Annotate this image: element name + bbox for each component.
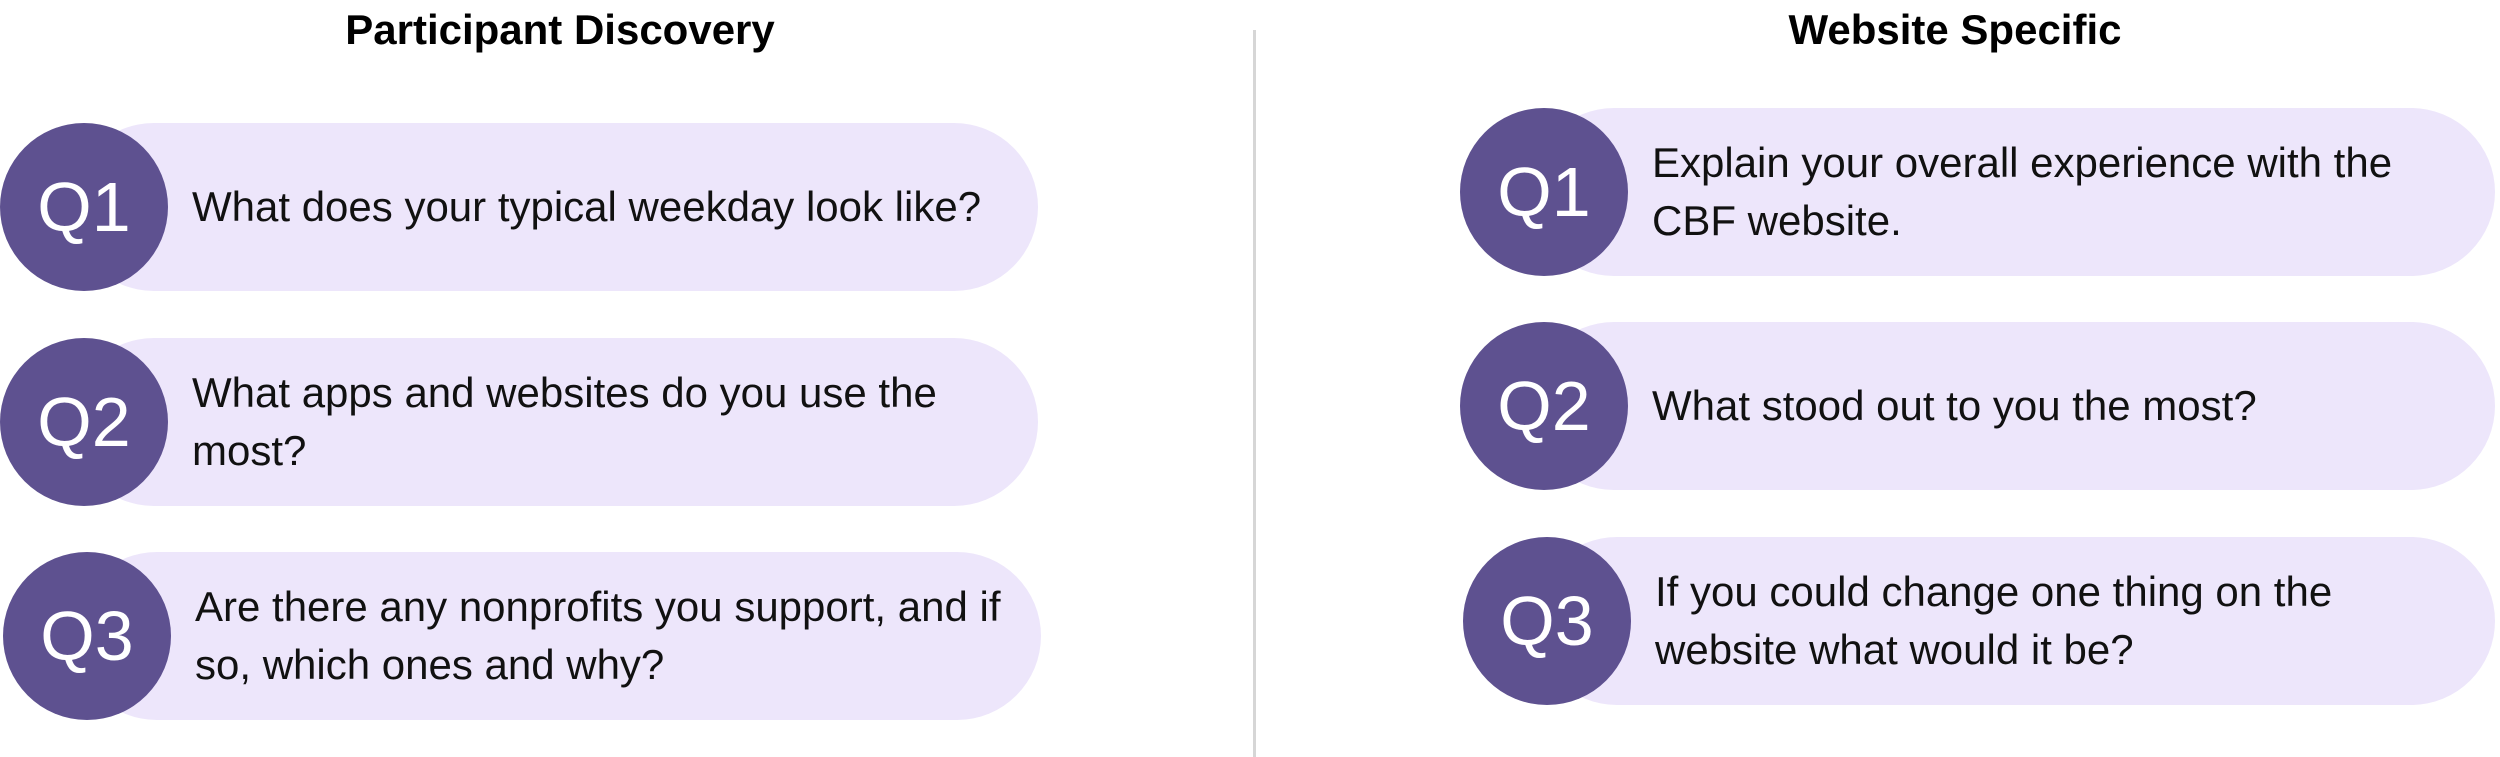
question-text: Explain your overall experience with the… [1652,139,2393,244]
question-text: What apps and websites do you use the mo… [192,369,937,474]
question-text: What stood out to you the most? [1652,382,2257,429]
participant-discovery-title: Participant Discovery [345,6,775,53]
question-pill [1530,108,2495,276]
question-text: Are there any nonprofits you support, an… [195,583,1001,688]
question-pill [1533,537,2495,705]
question-card: Q2 What stood out to you the most? [1460,322,2495,490]
question-badge: Q1 [1460,108,1628,276]
column-divider [1253,30,1256,757]
question-text: If you could change one thing on the web… [1655,568,2333,673]
question-card: Q1 Explain your overall experience with … [1460,108,2495,276]
website-specific-title: Website Specific [1788,6,2122,53]
question-card: Q1 What does your typical weekday look l… [0,123,1038,291]
question-badge: Q2 [0,338,168,506]
question-card: Q3 Are there any nonprofits you support,… [3,552,1041,720]
question-card: Q2 What apps and websites do you use the… [0,338,1038,506]
question-pill [73,552,1041,720]
question-badge: Q3 [1463,537,1631,705]
question-card: Q3 If you could change one thing on the … [1463,537,2495,705]
question-badge: Q2 [1460,322,1628,490]
question-badge: Q1 [0,123,168,291]
question-pill [1530,322,2495,490]
question-pill [70,123,1038,291]
question-text: What does your typical weekday look like… [192,183,982,230]
question-badge: Q3 [3,552,171,720]
website-specific-column: Website Specific Q1 Explain your overall… [1460,0,2500,757]
participant-discovery-column: Participant Discovery Q1 What does your … [0,0,1045,757]
question-pill [70,338,1038,506]
